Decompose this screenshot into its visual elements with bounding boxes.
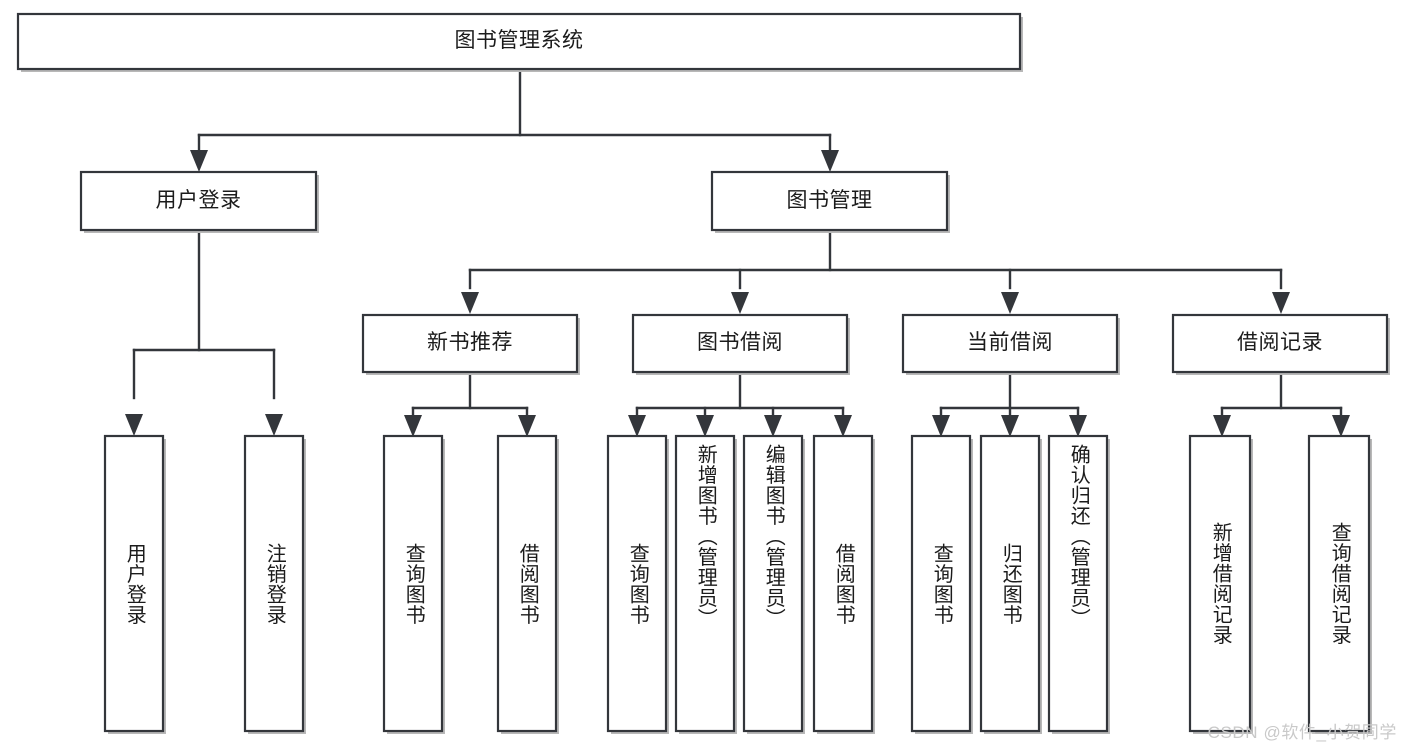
connector-group-user-login [125,230,283,436]
connector-group-current-borrow [932,373,1087,437]
node-user-login[interactable] [79,170,319,233]
connector-group-borrow-record [1213,373,1350,437]
node-current-borrow[interactable] [901,313,1120,375]
connector-group-book-borrow [628,373,852,437]
node-book-borrow[interactable] [631,313,850,375]
connector-group-book-management [461,230,1290,314]
node-leaf-borrow-book-1[interactable] [496,434,559,734]
connector-group-root [190,66,839,172]
node-book-management[interactable] [710,170,950,233]
node-leaf-user-login[interactable] [103,434,166,734]
connector-group-new-book-recommend [404,373,536,437]
node-leaf-confirm-return[interactable] [1047,434,1110,734]
node-leaf-query-book-3[interactable] [910,434,973,734]
node-leaf-query-record[interactable] [1307,434,1372,734]
node-leaf-return-book[interactable] [979,434,1042,734]
node-root[interactable] [16,12,1023,72]
node-leaf-edit-book[interactable] [742,434,805,734]
node-leaf-borrow-book-2[interactable] [812,434,875,734]
node-leaf-logout[interactable] [243,434,306,734]
node-borrow-record[interactable] [1171,313,1390,375]
node-new-book-recommend[interactable] [361,313,580,375]
node-leaf-query-book-2[interactable] [606,434,669,734]
node-leaf-add-record[interactable] [1188,434,1253,734]
node-leaf-query-book-1[interactable] [382,434,445,734]
node-leaf-add-book[interactable] [674,434,737,734]
